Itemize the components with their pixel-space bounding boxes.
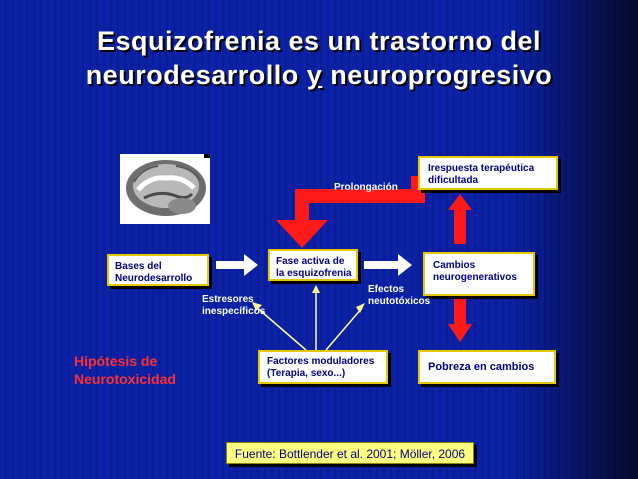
node-irrespuesta-label: Irespuesta terapéutica dificultada [428, 163, 535, 186]
label-efectos-neurotoxicos: Efectos neutotóxicos [368, 284, 431, 307]
brain-image [120, 154, 210, 224]
node-pobreza-cambios: Pobreza en cambios [418, 350, 556, 384]
node-cambios-label: Cambios neurogenerativos [433, 260, 517, 283]
node-bases-neurodesarrollo: Bases del Neurodesarrollo [107, 254, 209, 286]
source-citation: Fuente: Bottlender et al. 2001; Möller, … [226, 442, 474, 464]
hypothesis-label: Hipótesis de Neurotoxicidad [74, 353, 176, 387]
label-prolongacion: Prolongación [334, 182, 398, 193]
node-fase-activa: Fase activa de la esquizofrenia [268, 249, 358, 281]
prolongacion-arrowhead [276, 220, 328, 248]
factores-to-estresores-line [254, 305, 307, 351]
node-factores-moduladores: Factores moduladores (Terapia, sexo...) [258, 350, 388, 384]
node-irrespuesta: Irespuesta terapéutica dificultada [418, 156, 558, 190]
cambios-to-pobreza-shaft [454, 298, 466, 326]
factores-to-estresores-head [252, 302, 262, 311]
node-bases-label: Bases del Neurodesarrollo [115, 261, 193, 284]
node-cambios-neurogenerativos: Cambios neurogenerativos [423, 252, 535, 296]
node-pobreza-label: Pobreza en cambios [428, 361, 535, 373]
cambios-to-pobreza-head [448, 324, 472, 342]
bases-to-fase-shaft [216, 261, 246, 269]
cambios-to-irrespuesta-head [448, 194, 472, 210]
factores-to-efectos-line [325, 307, 363, 351]
node-factores-label: Factores moduladores (Terapia, sexo...) [267, 356, 375, 379]
label-estresores: Estresores inespecíficos [202, 294, 266, 317]
factores-to-fase-head [312, 285, 320, 293]
bases-to-fase-head [244, 254, 258, 276]
node-fase-activa-label: Fase activa de la esquizofrenia [276, 256, 352, 279]
title-line-2b: neuroprogresivo [322, 60, 553, 90]
title-line-2-y: y [306, 60, 323, 90]
factores-to-efectos-head [356, 303, 365, 313]
title-line-2a: neurodesarrollo [85, 60, 307, 90]
fase-to-cambios-head [398, 254, 412, 276]
brain-drawing [120, 154, 210, 224]
cambios-to-irrespuesta-shaft [454, 208, 466, 244]
fase-to-cambios-shaft [364, 261, 400, 269]
slide-title: Esquizofrenia es un trastorno del neurod… [0, 24, 638, 92]
title-line-1: Esquizofrenia es un trastorno del [96, 26, 542, 56]
